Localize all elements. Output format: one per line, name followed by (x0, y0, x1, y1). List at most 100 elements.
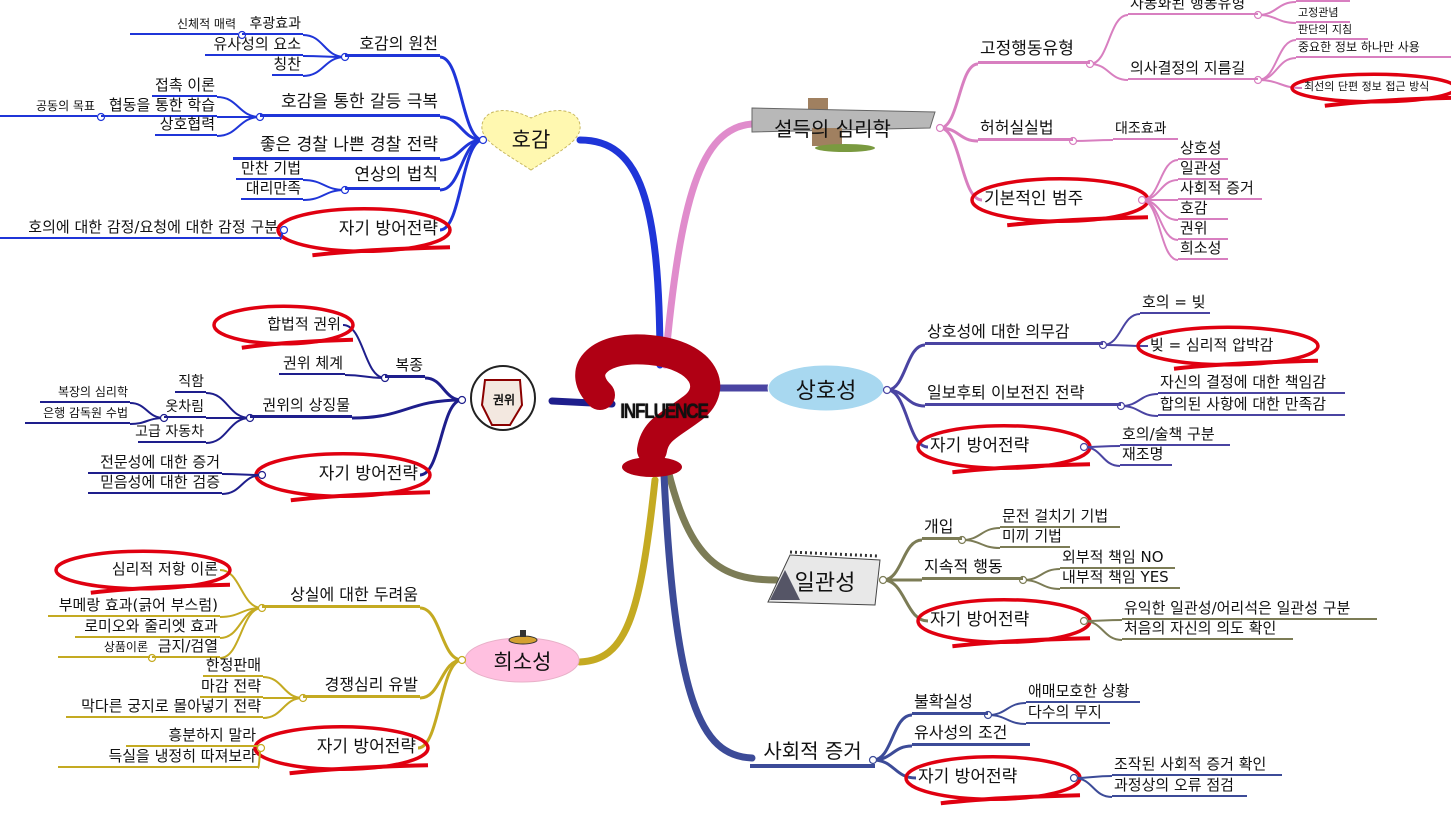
subtopic-node[interactable]: 후광효과 (242, 16, 303, 35)
hub-social-proof[interactable]: 사회적 증거 (750, 734, 875, 768)
subtopic-node[interactable]: 만찬 기법 (236, 159, 303, 180)
topic-node[interactable]: 연상의 법칙 (345, 166, 440, 190)
subtopic-node[interactable]: 외부적 책임 NO (1060, 548, 1175, 569)
subtopic-node[interactable]: 접촉 이론 (152, 76, 217, 97)
subtopic-node[interactable]: 신체적 매력 (130, 17, 238, 35)
subtopic-node[interactable]: 조작된 사회적 증거 확인 (1112, 755, 1282, 776)
subtopic-node[interactable]: 은행 감독원 수법 (25, 406, 130, 424)
subtopic-node[interactable]: 합의된 사항에 대한 만족감 (1158, 395, 1345, 416)
hub-psychology[interactable]: 설득의 심리학 (774, 116, 891, 141)
subtopic-node[interactable]: 권위 (1178, 219, 1228, 240)
subtopic-node[interactable]: 권위 체계 (279, 354, 345, 375)
subtopic-node[interactable]: 막다른 궁지로 몰아넣기 전략 (66, 697, 263, 718)
highlighted-topic-node[interactable]: 자기 방어전략 (918, 766, 1018, 787)
topic-node[interactable]: 유사성의 조건 (912, 723, 1030, 746)
subtopic-node[interactable]: 금지/검열 (152, 637, 220, 658)
topic-node[interactable]: 지속적 행동 (922, 557, 1023, 580)
subtopic-node[interactable]: 고급 자동차 (135, 424, 206, 443)
subtopic-node[interactable]: 상호협력 (155, 115, 217, 136)
center-topic-title[interactable]: INFLUENCE (620, 400, 709, 423)
subtopic-node[interactable]: 중요한 정보 하나만 사용 (1296, 40, 1451, 58)
subtopic-node[interactable]: 다수의 무지 (1026, 703, 1110, 724)
topic-node[interactable]: 호감을 통한 갈등 극복 (260, 93, 440, 117)
hub-connector-dot[interactable] (878, 575, 888, 585)
topic-node[interactable]: 좋은 경찰 나쁜 경찰 전략 (233, 136, 440, 160)
node-connector-dot[interactable] (257, 470, 267, 480)
subtopic-node[interactable]: 유익한 일관성/어리석은 일관성 구분 (1122, 599, 1377, 620)
subtopic-node[interactable]: 대조효과 (1113, 121, 1178, 140)
subtopic-node[interactable]: 호의 = 빚 (1140, 293, 1210, 314)
subtopic-node[interactable]: 믿음성에 대한 검증 (88, 473, 222, 494)
highlighted-topic-node[interactable]: 자기 방어전략 (318, 463, 418, 484)
subtopic-node[interactable]: 자동화된 행동유형 (1128, 0, 1258, 15)
node-connector-dot[interactable] (1137, 195, 1147, 205)
subtopic-node[interactable]: 호의/술책 구분 (1120, 425, 1230, 446)
subtopic-node[interactable]: 대리만족 (241, 179, 303, 200)
hub-connector-dot[interactable] (882, 385, 892, 395)
hub-connector-dot[interactable] (935, 123, 945, 133)
subtopic-node[interactable]: 사회적 증거 (1178, 179, 1262, 200)
subtopic-node[interactable]: 부메랑 효과(긁어 부스럼) (48, 596, 220, 617)
subtopic-node[interactable]: 희소성 (1178, 239, 1228, 260)
hub-love[interactable]: 호감 (511, 128, 551, 152)
subtopic-node[interactable]: 마감 전략 (200, 677, 263, 698)
highlighted-topic-node[interactable]: 자기 방어전략 (316, 736, 416, 757)
subtopic-node[interactable]: 판단의 지침 (1296, 24, 1368, 40)
subtopic-node[interactable]: 내부적 책임 YES (1060, 568, 1180, 589)
subtopic-node[interactable]: 애매모호한 상황 (1026, 682, 1140, 703)
subtopic-node[interactable]: 협동을 통한 학습 (101, 96, 217, 117)
subtopic-node[interactable]: 유사성의 요소 (205, 35, 303, 56)
subtopic-node[interactable]: 고정관념 (1296, 7, 1350, 23)
highlighted-topic-node[interactable]: 합법적 권위 (267, 314, 341, 333)
topic-node[interactable]: 상호성에 대한 의무감 (925, 322, 1103, 345)
topic-node[interactable]: 일보후퇴 이보전진 전략 (925, 383, 1121, 406)
highlighted-topic-node[interactable]: 자기 방어전략 (338, 218, 438, 239)
subtopic-node[interactable]: 문전 걸치기 기법 (1000, 507, 1120, 528)
topic-node[interactable]: 개입 (922, 517, 962, 540)
subtopic-node[interactable]: 일관성 (1178, 159, 1228, 180)
node-connector-dot[interactable] (1079, 616, 1089, 626)
subtopic-node[interactable]: 복장의 심리학 (40, 385, 130, 403)
topic-node[interactable]: 복종 (385, 356, 425, 378)
node-connector-dot[interactable] (1069, 773, 1079, 783)
subtopic-node[interactable]: 한정판매 (203, 656, 263, 677)
subtopic-node[interactable]: 옷차림 (164, 399, 206, 418)
highlighted-topic-node[interactable]: 심리적 저항 이론 (111, 559, 218, 578)
topic-node[interactable]: 경쟁심리 유발 (303, 675, 420, 698)
subtopic-node[interactable]: 처음의 자신의 의도 확인 (1122, 619, 1293, 640)
topic-node[interactable]: 불확실성 (912, 692, 988, 715)
node-connector-dot[interactable] (1079, 442, 1089, 452)
highlighted-topic-node[interactable]: 빚 = 심리적 압박감 (1150, 335, 1274, 354)
subtopic-node[interactable]: 상호성 (1178, 139, 1228, 160)
hub-connector-dot[interactable] (868, 755, 878, 765)
highlighted-topic-node[interactable]: 최선의 단편 정보 접근 방식 (1304, 80, 1430, 94)
subtopic-node[interactable]: 호감 (1178, 199, 1228, 220)
node-connector-dot[interactable] (256, 743, 266, 753)
hub-consistency[interactable]: 일관성 (794, 571, 856, 596)
subtopic-node[interactable]: 로미오와 줄리엣 효과 (75, 617, 220, 638)
subtopic-node[interactable]: 의사결정의 지름길 (1128, 59, 1258, 80)
hub-connector-dot[interactable] (457, 395, 467, 405)
node-connector-dot[interactable] (279, 225, 289, 235)
subtopic-node[interactable]: 공동의 목표 (0, 99, 97, 117)
subtopic-node[interactable]: 칭찬 (272, 55, 303, 76)
highlighted-topic-node[interactable]: 자기 방어전략 (930, 609, 1030, 630)
subtopic-node[interactable]: 과정상의 오류 점검 (1112, 776, 1247, 797)
topic-node[interactable]: 허허실실법 (978, 118, 1073, 141)
highlighted-topic-node[interactable]: 자기 방어전략 (930, 435, 1030, 456)
subtopic-node[interactable]: 재조명 (1120, 445, 1172, 466)
subtopic-node[interactable]: 직함 (175, 374, 206, 393)
topic-node[interactable]: 고정행동유형 (978, 40, 1090, 64)
subtopic-node[interactable]: 미끼 기법 (1000, 527, 1070, 548)
topic-node[interactable]: 상실에 대한 두려움 (262, 585, 420, 608)
hub-authority[interactable]: 권위 (492, 392, 516, 407)
hub-connector-dot[interactable] (478, 135, 488, 145)
subtopic-node[interactable]: 자신의 결정에 대한 책임감 (1158, 373, 1345, 394)
topic-node[interactable]: 권위의 상징물 (250, 396, 352, 418)
topic-node[interactable]: 호감의 원천 (345, 34, 440, 57)
hub-scarcity[interactable]: 희소성 (493, 650, 552, 674)
subtopic-node[interactable]: 흥분하지 말라 (126, 726, 258, 747)
subtopic-node[interactable]: 전문성에 대한 증거 (88, 453, 222, 474)
hub-connector-dot[interactable] (457, 655, 467, 665)
subtopic-node[interactable]: 유발기제 (1296, 0, 1350, 2)
